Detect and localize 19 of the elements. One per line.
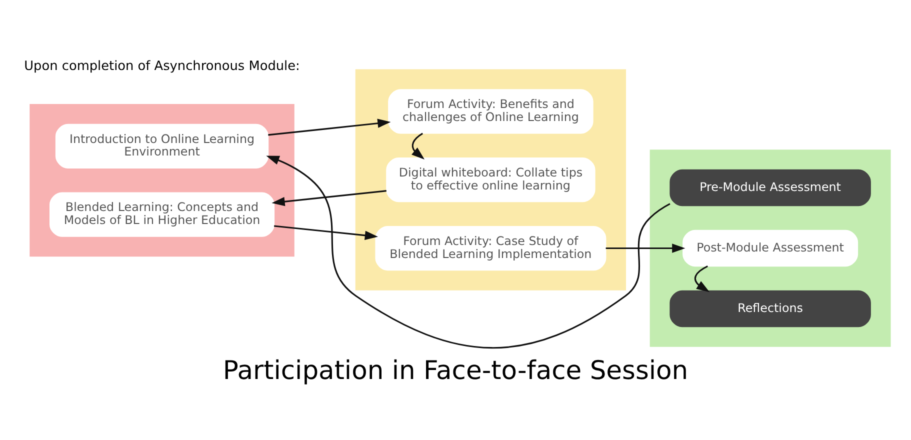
node-box: Forum Activity: Benefits and challenges of Online Learning xyxy=(388,89,594,134)
arrow xyxy=(606,244,686,253)
cluster xyxy=(30,104,294,257)
label: Upon completion of Asynchronous Module: xyxy=(24,59,300,74)
node-box: Introduction to Online Learning Environment xyxy=(55,124,269,168)
arrow xyxy=(272,190,386,206)
arrow xyxy=(412,132,425,160)
cluster xyxy=(650,150,891,347)
cluster xyxy=(355,69,626,290)
arrow xyxy=(694,266,710,292)
node-box: Forum Activity: Case Study of Blended Learning Implementation xyxy=(375,226,606,271)
node-box: Digital whiteboard: Collate tips to effective online learning xyxy=(386,158,596,202)
arrow xyxy=(268,118,391,136)
node-box: Reflections xyxy=(670,290,871,328)
node-box: Pre-Module Assessment xyxy=(670,169,871,206)
node-box: Blended Learning: Concepts and Models of BL in Higher Education xyxy=(49,192,275,237)
arrow xyxy=(274,225,378,240)
caption: Participation in Face-to-face Session xyxy=(222,356,688,386)
node-box: Post-Module Assessment xyxy=(682,230,858,267)
